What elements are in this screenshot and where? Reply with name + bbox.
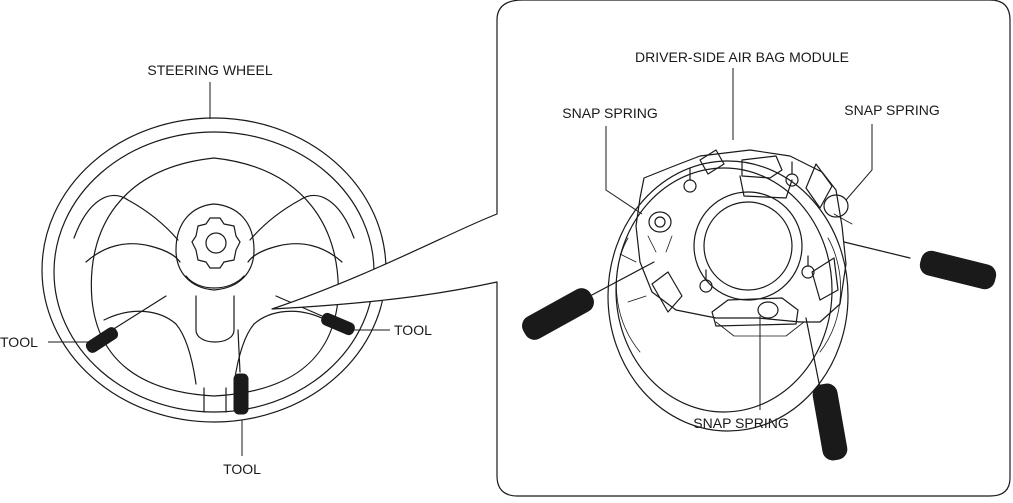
detail-callout-frame	[271, 0, 1011, 497]
label-tool-left: TOOL	[0, 334, 38, 350]
label-steering-wheel: STEERING WHEEL	[147, 62, 272, 78]
label-snap-spring-right: SNAP SPRING	[844, 102, 939, 118]
leader-lines	[48, 68, 873, 456]
snap-spring-holes	[647, 194, 849, 319]
steering-wheel-drawing	[41, 117, 387, 423]
label-air-bag-module: DRIVER-SIDE AIR BAG MODULE	[635, 49, 849, 65]
air-bag-module-drawing	[522, 149, 997, 461]
label-snap-spring-left: SNAP SPRING	[562, 105, 657, 121]
label-snap-spring-bottom: SNAP SPRING	[693, 415, 788, 431]
label-tool-bottom: TOOL	[223, 461, 261, 477]
mounting-bolts	[683, 161, 815, 293]
label-tool-right: TOOL	[394, 322, 432, 338]
